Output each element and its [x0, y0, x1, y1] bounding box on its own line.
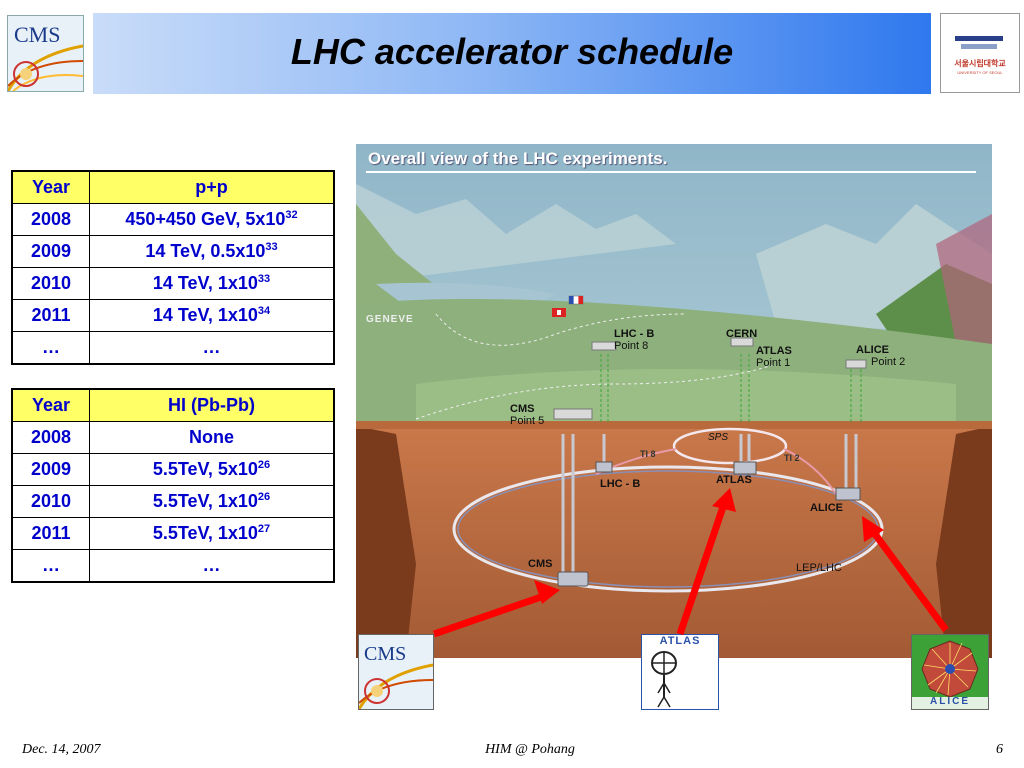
arrow-alice	[862, 516, 949, 633]
value-text: 5.5TeV, 1x10	[152, 491, 258, 511]
table-header-row: Year HI (Pb-Pb)	[11, 388, 335, 422]
year-cell: 2009	[11, 235, 90, 268]
year-cell: …	[11, 549, 90, 583]
label-ring: LEP/LHC	[796, 562, 842, 574]
exponent: 27	[257, 523, 271, 535]
exponent: 33	[257, 273, 271, 285]
alice-detector-image: ALICE	[911, 634, 989, 710]
title-bar: LHC accelerator schedule	[93, 13, 931, 94]
year-cell: 2009	[11, 453, 90, 486]
exponent: 26	[257, 459, 271, 471]
label-sub: Point 5	[510, 415, 545, 427]
alice-logo-text: ALICE	[930, 696, 970, 707]
label-text: LHC - B	[614, 328, 655, 340]
university-name-korean: 서울시립대학교	[954, 59, 1006, 68]
value-cell: 450+450 GeV, 5x1032	[89, 203, 335, 236]
cms-detector-image: CMS	[358, 634, 434, 710]
label-alice-surface: ALICE	[856, 344, 889, 356]
table-header-row: Year p+p	[11, 170, 335, 204]
table-row: 2009 5.5TeV, 5x1026	[11, 453, 335, 486]
value-text: 14 TeV, 0.5x10	[145, 241, 266, 261]
label-sps: SPS	[708, 432, 729, 443]
figure-title: Overall view of the LHC experiments.	[368, 149, 668, 168]
value-text: 14 TeV, 1x10	[152, 273, 258, 293]
footer-center: HIM @ Pohang	[485, 742, 575, 757]
exponent: 26	[257, 491, 271, 503]
exponent: 34	[257, 305, 271, 317]
page-title: LHC accelerator schedule	[290, 31, 734, 72]
year-cell: 2011	[11, 517, 90, 550]
cms-logo: CMS	[7, 15, 84, 92]
atlas-logo-text: ATLAS	[659, 635, 701, 647]
table-row: … …	[11, 331, 335, 365]
value-cell: 5.5TeV, 1x1027	[89, 517, 335, 550]
hi-schedule-table: Year HI (Pb-Pb) 2008 None 2009 5.5TeV, 5…	[11, 388, 335, 583]
table-row: 2010 5.5TeV, 1x1026	[11, 485, 335, 518]
value-text: 5.5TeV, 1x10	[152, 523, 258, 543]
lhc-illustration	[356, 144, 992, 658]
label-cern: CERN	[726, 328, 758, 340]
exponent: 32	[285, 209, 298, 221]
label-lhcb-under: LHC - B	[600, 478, 641, 490]
logo-stripe	[955, 36, 1003, 41]
label-ti2: TI 2	[784, 453, 800, 463]
exponent: 33	[265, 241, 278, 253]
arrow-cms	[432, 580, 560, 638]
pp-header: p+p	[89, 170, 335, 204]
year-cell: 2011	[11, 299, 90, 332]
label-alice-under: ALICE	[810, 502, 843, 514]
label-ti8: TI 8	[640, 449, 656, 459]
label-atlas-surface: ATLAS Point 1	[756, 345, 792, 369]
university-name-english: UNIVERSITY OF SEOUL	[957, 70, 1003, 75]
year-cell: 2010	[11, 267, 90, 300]
label-cms-under: CMS	[528, 558, 553, 570]
label-lhcb-surface: LHC - B Point 8	[614, 328, 654, 352]
value-text: 450+450 GeV, 5x10	[125, 209, 286, 229]
label-geneve: GENEVE	[366, 314, 414, 325]
year-cell: 2008	[11, 203, 90, 236]
year-header: Year	[11, 170, 90, 204]
atlas-detector-image: ATLAS	[641, 634, 719, 710]
page-number: 6	[996, 742, 1003, 757]
label-atlas-under: ATLAS	[716, 474, 752, 486]
table-row: 2008 450+450 GeV, 5x1032	[11, 203, 335, 236]
table-row: 2011 5.5TeV, 1x1027	[11, 517, 335, 550]
label-sub: Point 8	[614, 340, 649, 352]
label-text: ATLAS	[756, 345, 792, 357]
value-cell: 14 TeV, 1x1033	[89, 267, 335, 300]
table-row: … …	[11, 549, 335, 583]
pp-schedule-table: Year p+p 2008 450+450 GeV, 5x1032 2009 1…	[11, 170, 335, 365]
label-cms-surface: CMS Point 5	[510, 403, 544, 427]
value-text: 14 TeV, 1x10	[152, 305, 258, 325]
table-row: 2009 14 TeV, 0.5x1033	[11, 235, 335, 268]
footer-date: Dec. 14, 2007	[22, 742, 101, 757]
year-cell: 2010	[11, 485, 90, 518]
arrow-atlas	[676, 488, 736, 636]
table-row: 2010 14 TeV, 1x1033	[11, 267, 335, 300]
value-cell: 14 TeV, 0.5x1033	[89, 235, 335, 268]
label-alice-point: Point 2	[871, 356, 906, 368]
value-text: 5.5TeV, 5x10	[152, 459, 258, 479]
cms-logo-text: CMS	[14, 22, 61, 47]
year-cell: …	[11, 331, 90, 365]
university-logo: 서울시립대학교 UNIVERSITY OF SEOUL	[940, 13, 1020, 93]
lhc-overview-image: Overall view of the LHC experiments. GEN…	[356, 144, 992, 658]
logo-stripe	[961, 44, 997, 49]
cms-logo-text: CMS	[364, 643, 407, 665]
value-cell: …	[89, 331, 335, 365]
label-text: CMS	[510, 403, 535, 415]
value-cell: …	[89, 549, 335, 583]
hi-header: HI (Pb-Pb)	[89, 388, 335, 422]
table-row: 2011 14 TeV, 1x1034	[11, 299, 335, 332]
value-cell: 14 TeV, 1x1034	[89, 299, 335, 332]
label-sub: Point 1	[756, 357, 791, 369]
